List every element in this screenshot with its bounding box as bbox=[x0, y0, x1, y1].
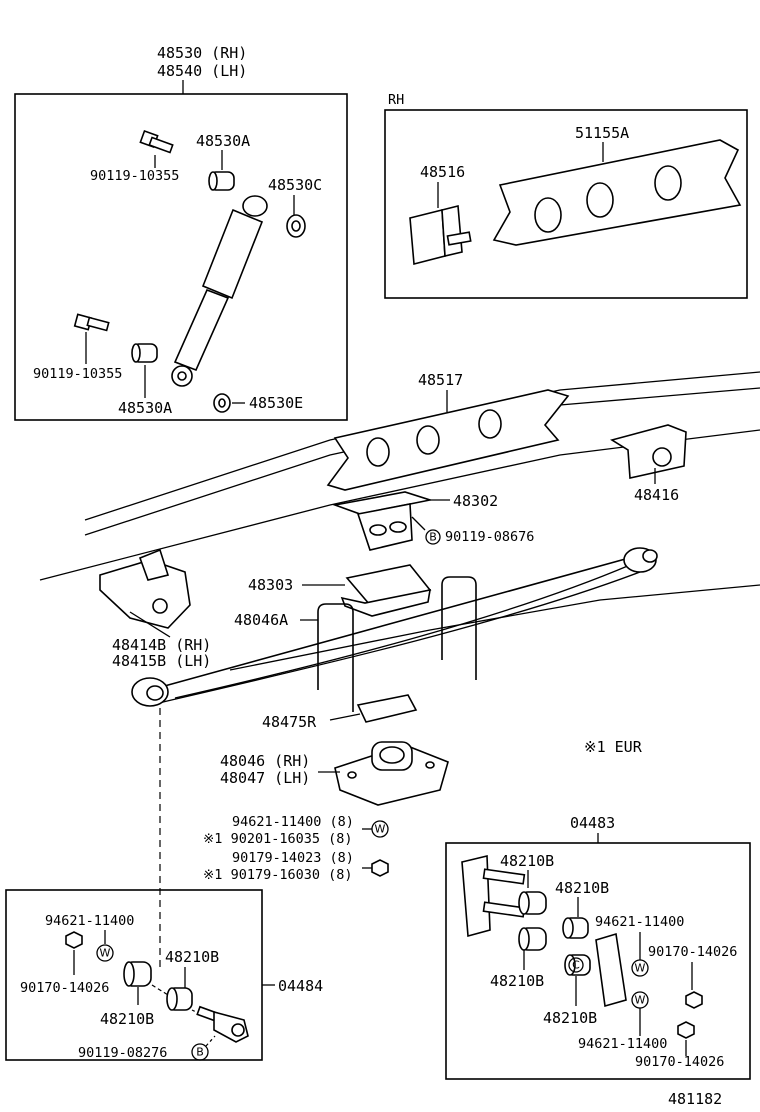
kit-04484-group: 04484 94621-11400 W 90170-14026 48210B 4… bbox=[5, 889, 323, 1061]
label-bracket-48416: 48416 bbox=[634, 486, 679, 504]
bolt-top-drawing bbox=[139, 129, 174, 154]
leader-bolt-08676 bbox=[411, 516, 426, 531]
bracket-48416-drawing bbox=[610, 424, 687, 479]
label-shock-lh: 48540 (LH) bbox=[157, 62, 247, 80]
label-kit-04483-bush-4: 48210B bbox=[543, 1009, 597, 1027]
ubolt-left bbox=[317, 603, 354, 712]
label-rh-box: RH bbox=[388, 92, 404, 108]
label-bolt-08676: 90119-08676 bbox=[445, 529, 534, 545]
crossmember-48517-group: 48517 bbox=[326, 371, 570, 491]
w-symbol-04484 bbox=[96, 944, 114, 962]
plate-48475r-group: 48475R bbox=[262, 694, 418, 731]
label-kit-04483-bush-3: 48210B bbox=[490, 972, 544, 990]
b-symbol-04484-text: B bbox=[196, 1046, 204, 1059]
label-bushing-a-top: 48530A bbox=[196, 132, 250, 150]
w-symbol-04483-2-text: W bbox=[635, 994, 646, 1007]
crossmember-rh-drawing bbox=[492, 139, 742, 246]
label-kit-04483-nut-1: 90170-14026 bbox=[648, 944, 737, 960]
bushing-top-drawing bbox=[208, 171, 235, 191]
label-spring-seat-rh: 48046 (RH) bbox=[220, 752, 310, 770]
spring-seat-group: 48046 (RH) 48047 (LH) bbox=[220, 741, 449, 806]
c-symbol-04483-text: C bbox=[572, 959, 580, 972]
label-seat-48302: 48302 bbox=[453, 492, 498, 510]
label-spring-seat-lh: 48047 (LH) bbox=[220, 769, 310, 787]
seat-48302-group: 48302 B 90119-08676 bbox=[331, 491, 534, 551]
label-kit-04484-bush-1: 48210B bbox=[165, 948, 219, 966]
rh-group: RH 51155A 48516 bbox=[384, 92, 748, 299]
kit-04483-group: 04483 48210B 48210B 94621-11400 W bbox=[445, 814, 751, 1080]
crossmember-48517-drawing bbox=[326, 389, 570, 491]
washer-e-drawing bbox=[213, 393, 231, 413]
w-symbol-nut-list-text: W bbox=[375, 823, 386, 836]
label-shock-rh: 48530 (RH) bbox=[157, 44, 247, 62]
leader-hanger bbox=[129, 611, 171, 638]
label-ubolt-48046a: 48046A bbox=[234, 611, 288, 629]
label-kit-04483-nut-2: 90170-14026 bbox=[635, 1054, 724, 1070]
label-kit-04483-bush-2: 48210B bbox=[555, 879, 609, 897]
label-crossmember-48517: 48517 bbox=[418, 371, 463, 389]
bracket-48416-group: 48416 bbox=[610, 424, 687, 504]
c-symbol-04483 bbox=[568, 957, 584, 973]
shock-body-drawing bbox=[171, 195, 268, 387]
label-kit-04484-nut: 90170-14026 bbox=[20, 980, 109, 996]
leaf-spring-group bbox=[131, 547, 658, 707]
label-kit-04484: 04484 bbox=[278, 977, 323, 995]
label-bolt-bottom: 90119-10355 bbox=[33, 366, 122, 382]
label-bracket-48516: 48516 bbox=[420, 163, 465, 181]
label-kit-04484-bush-2: 48210B bbox=[100, 1010, 154, 1028]
label-nut-list-1: 94621-11400 (8) bbox=[232, 814, 354, 830]
label-hanger-lh: 48415B (LH) bbox=[112, 652, 211, 670]
b-symbol-08676 bbox=[425, 529, 441, 545]
label-bumper-48303: 48303 bbox=[248, 576, 293, 594]
bushing-bottom-drawing bbox=[131, 343, 158, 363]
label-nut-list-3: 90179-14023 (8) bbox=[232, 850, 354, 866]
nut-icon-04484 bbox=[65, 931, 83, 949]
w-symbol-04483-1-text: W bbox=[635, 962, 646, 975]
bolt-bottom-drawing bbox=[73, 313, 110, 332]
bracket-48516-drawing bbox=[409, 204, 472, 266]
kit-04484-box bbox=[5, 889, 263, 1061]
label-kit-04484-washer: 94621-11400 bbox=[45, 913, 134, 929]
w-symbol-04484-text: W bbox=[100, 947, 111, 960]
shock-box bbox=[14, 93, 348, 421]
plate-48475r-drawing bbox=[356, 694, 418, 723]
label-diagram-number: 481182 bbox=[668, 1090, 722, 1108]
label-washer-e: 48530E bbox=[249, 394, 303, 412]
label-kit-04483-bush-1: 48210B bbox=[500, 852, 554, 870]
label-bolt-top: 90119-10355 bbox=[90, 168, 179, 184]
nut-icon-list bbox=[371, 859, 389, 877]
frame-rail-bottom bbox=[229, 584, 760, 671]
label-bushing-a-bottom: 48530A bbox=[118, 399, 172, 417]
ubolt-group: 48046A bbox=[234, 576, 477, 712]
leader-plate-48475r bbox=[329, 713, 361, 721]
label-washer-c: 48530C bbox=[268, 176, 322, 194]
w-symbol-04483-1 bbox=[631, 959, 649, 977]
washer-c-drawing bbox=[286, 214, 306, 238]
b-symbol-08676-text: B bbox=[429, 531, 437, 544]
label-hanger-rh: 48414B (RH) bbox=[112, 636, 211, 654]
label-eur-note: ※1 EUR bbox=[584, 738, 643, 756]
label-kit-04483-washer-1: 94621-11400 bbox=[595, 914, 684, 930]
rh-box bbox=[384, 109, 748, 299]
label-kit-04484-bolt: 90119-08276 bbox=[78, 1045, 167, 1061]
b-symbol-04484 bbox=[191, 1043, 209, 1061]
bumper-48303-group: 48303 bbox=[248, 564, 432, 617]
kit-04483-stud-plate bbox=[461, 854, 526, 938]
label-crossmember-rh: 51155A bbox=[575, 124, 629, 142]
nut-list-group: 94621-11400 (8) ※1 90201-16035 (8) W 901… bbox=[203, 814, 389, 883]
label-kit-04483: 04483 bbox=[570, 814, 615, 832]
hanger-group: 48414B (RH) 48415B (LH) bbox=[99, 548, 211, 670]
kit-04483-box bbox=[445, 842, 751, 1080]
shock-absorber-group: 48530 (RH) 48540 (LH) 48530A 90119-10355… bbox=[14, 44, 348, 421]
label-plate-48475r: 48475R bbox=[262, 713, 317, 731]
label-nut-list-2: ※1 90201-16035 (8) bbox=[203, 831, 352, 847]
nut-icon-04483-2 bbox=[677, 1021, 695, 1039]
kit-04483-plate bbox=[595, 932, 627, 1008]
label-nut-list-4: ※1 90179-16030 (8) bbox=[203, 867, 352, 883]
label-kit-04483-washer-2: 94621-11400 bbox=[578, 1036, 667, 1052]
kit-04484-bolt-drawing bbox=[196, 1005, 249, 1043]
ubolt-right bbox=[441, 576, 477, 680]
nut-icon-04483-1 bbox=[685, 991, 703, 1009]
